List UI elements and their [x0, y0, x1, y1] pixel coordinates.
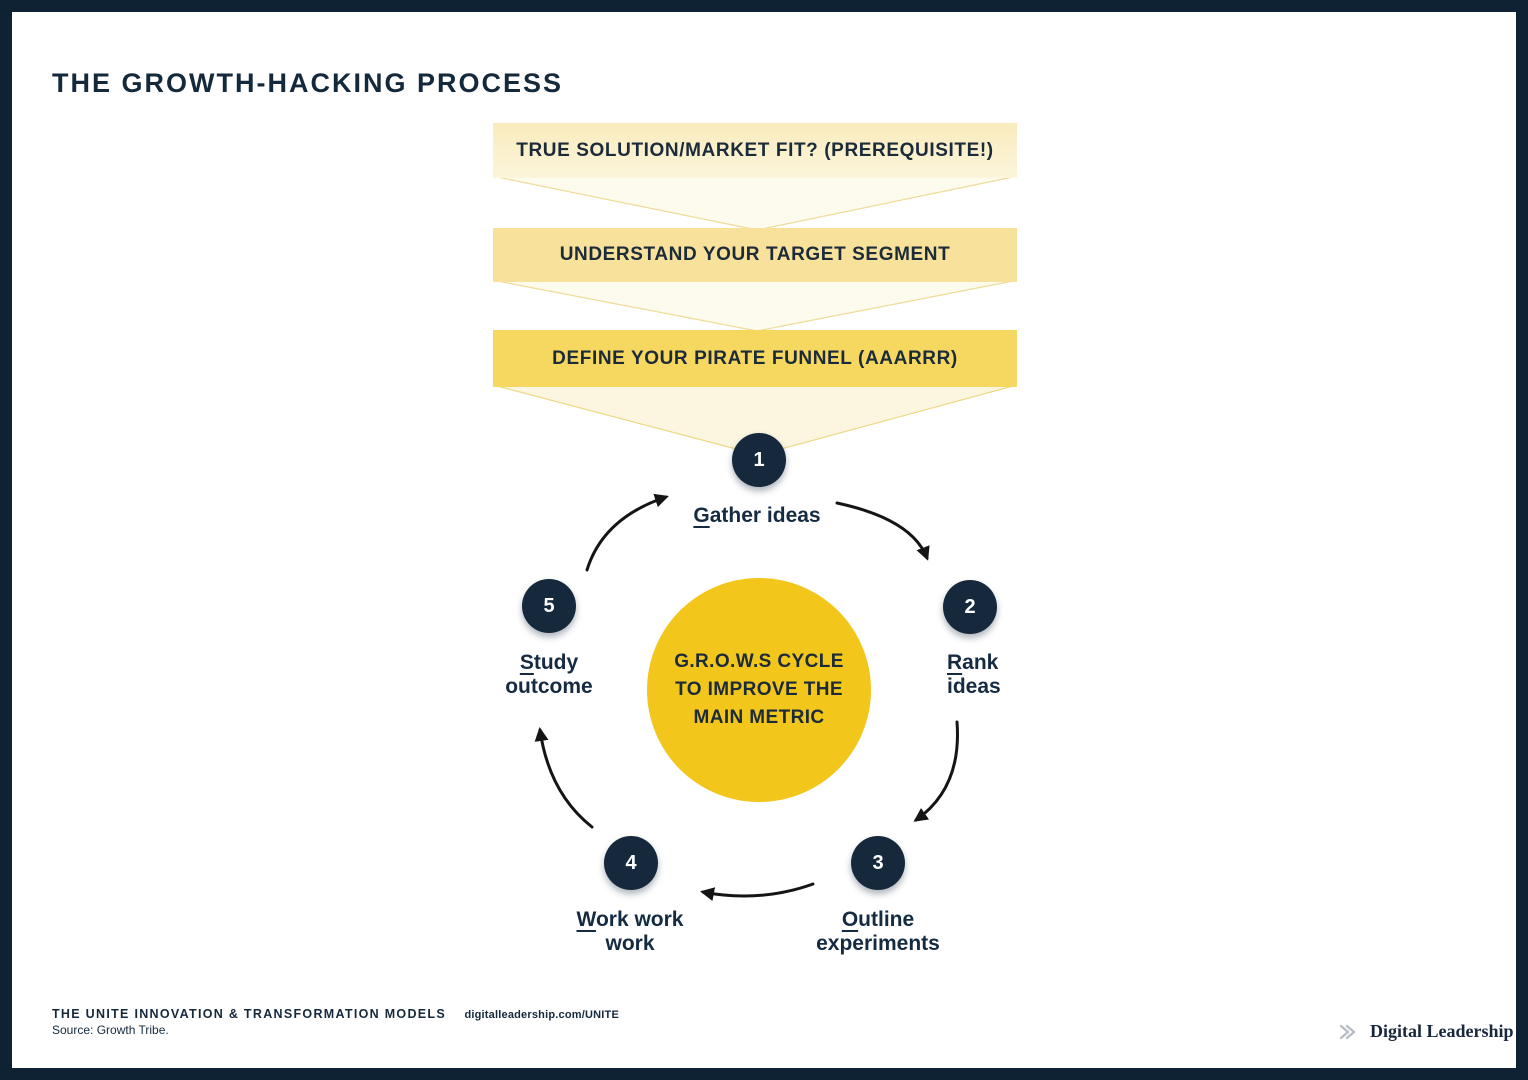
grows-cycle-center: G.R.O.W.S CYCLE TO IMPROVE THE MAIN METR…: [647, 578, 871, 802]
step-label-gather-ideas: Gather ideas: [657, 504, 857, 528]
step-label-work-work-work: Work work work: [530, 908, 730, 956]
step-label-line: Work work: [576, 908, 684, 931]
step-circle-3: 3: [851, 836, 905, 890]
funnel-connector-2: [496, 280, 1014, 332]
step-label-line: outcome: [505, 675, 593, 698]
arrow-rank-to-outline: [913, 720, 959, 822]
banner-label: TRUE SOLUTION/MARKET FIT? (PREREQUISITE!…: [516, 139, 994, 161]
step-label-rank-ideas: Rank ideas: [947, 651, 1107, 699]
step-number: 4: [625, 851, 637, 874]
brand-logo: Digital Leadership: [1337, 1021, 1514, 1042]
step-label-line: ideas: [947, 675, 1001, 698]
center-label-line2: TO IMPROVE THE: [675, 679, 843, 700]
step-number: 2: [964, 595, 976, 618]
footer-series-line: THE UNITE INNOVATION & TRANSFORMATION MO…: [52, 1005, 619, 1023]
step-label-line: Rank: [947, 651, 999, 674]
banner-solution-market-fit: TRUE SOLUTION/MARKET FIT? (PREREQUISITE!…: [493, 123, 1017, 178]
step-circle-2: 2: [943, 580, 997, 634]
banner-target-segment: UNDERSTAND YOUR TARGET SEGMENT: [493, 228, 1017, 282]
arrow-study-to-gather: [585, 493, 669, 572]
step-label-line: Gather ideas: [693, 504, 821, 527]
footer-series-title: THE UNITE INNOVATION & TRANSFORMATION MO…: [52, 1007, 446, 1021]
step-label-line: Study: [519, 651, 579, 674]
arrow-work-to-study: [534, 727, 594, 829]
step-circle-1: 1: [732, 433, 786, 487]
page-title: THE GROWTH-HACKING PROCESS: [52, 68, 563, 98]
double-chevron-right-icon: [1339, 1024, 1356, 1039]
footer-url[interactable]: digitalleadership.com/UNITE: [464, 1009, 619, 1021]
center-label-line1: G.R.O.W.S CYCLE: [674, 651, 844, 672]
step-label-outline-experiments: Outline experiments: [778, 908, 978, 956]
step-number: 5: [543, 594, 555, 617]
arrow-outline-to-work: [700, 882, 815, 901]
step-label-line: work: [605, 932, 655, 955]
brand-name: Digital Leadership: [1370, 1021, 1514, 1041]
center-label-line3: MAIN METRIC: [693, 707, 825, 728]
funnel-connector-1: [496, 176, 1014, 231]
step-circle-4: 4: [604, 836, 658, 890]
step-label-line: Outline: [841, 908, 915, 931]
step-circle-5: 5: [522, 579, 576, 633]
step-label-line: experiments: [816, 932, 940, 955]
step-number: 1: [753, 448, 765, 471]
step-number: 3: [872, 851, 884, 874]
step-label-study-outcome: Study outcome: [449, 651, 649, 699]
banner-label: UNDERSTAND YOUR TARGET SEGMENT: [559, 244, 951, 265]
footer-source: Source: Growth Tribe.: [52, 1023, 169, 1037]
banner-label: DEFINE YOUR PIRATE FUNNEL (AAARRR): [552, 347, 958, 369]
banner-pirate-funnel: DEFINE YOUR PIRATE FUNNEL (AAARRR): [493, 330, 1017, 387]
